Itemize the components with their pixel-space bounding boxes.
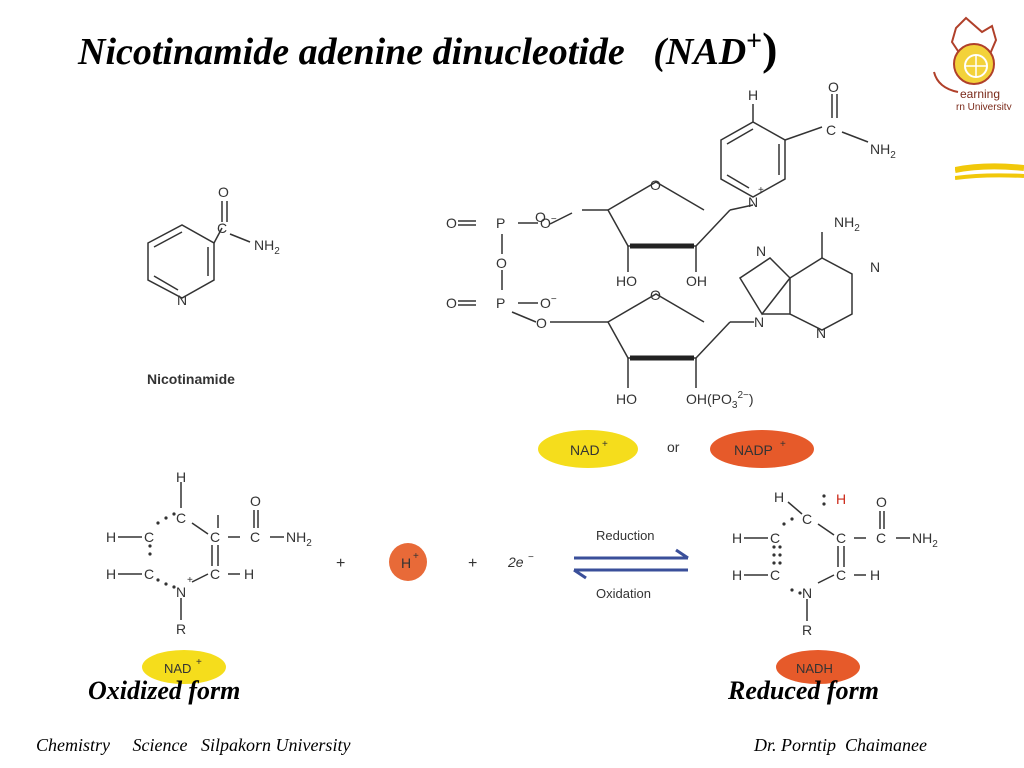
svg-text:N: N (754, 314, 764, 330)
svg-text:O−: O− (540, 214, 557, 231)
svg-text:O: O (496, 255, 507, 271)
svg-text:O: O (218, 184, 229, 200)
svg-text:N: N (802, 585, 812, 601)
footer-right: Dr. Porntip Chaimanee (754, 735, 927, 755)
svg-text:H: H (870, 567, 880, 583)
nad-top-badge-sup: + (602, 439, 608, 450)
nadp-badge: NADP (734, 442, 773, 458)
svg-text:O: O (650, 177, 661, 193)
title-plus: + (746, 26, 763, 57)
svg-text:+: + (187, 575, 193, 586)
svg-text:O: O (446, 295, 457, 311)
university-logo: earning rn University (933, 16, 1012, 110)
svg-text:O: O (536, 315, 547, 331)
oxidized-form-label: Oxidized form (88, 676, 241, 705)
svg-text:C: C (144, 566, 154, 582)
svg-text:OH: OH (686, 273, 707, 289)
svg-text:H: H (106, 566, 116, 582)
svg-text:C: C (770, 567, 780, 583)
reduced-structure: H H C H C C O C NH2 H C C H N R (732, 489, 938, 638)
svg-text:R: R (176, 621, 186, 637)
svg-text:OH(PO32−): OH(PO32−) (686, 390, 754, 411)
svg-text:C: C (217, 220, 227, 236)
svg-text:C: C (250, 529, 260, 545)
nadh-badge: NADH (796, 661, 833, 676)
svg-text:H: H (732, 567, 742, 583)
svg-text:H: H (836, 491, 846, 507)
svg-text:O: O (535, 209, 546, 225)
svg-text:C: C (210, 566, 220, 582)
svg-text:O: O (876, 494, 887, 510)
electrons-sup: − (528, 552, 534, 563)
svg-text:HO: HO (616, 273, 637, 289)
svg-text:C: C (210, 529, 220, 545)
svg-text:C: C (836, 567, 846, 583)
svg-text:C: C (176, 510, 186, 526)
nad-bottom-badge-sup: + (196, 657, 202, 668)
reaction-equation: + H + + 2e − Reduction Oxidation (336, 528, 689, 601)
nicotinamide-structure: O C NH2 N Nicotinamide (147, 184, 280, 387)
svg-text:C: C (802, 511, 812, 527)
plus-sign-1: + (336, 555, 345, 572)
svg-text:N: N (870, 259, 880, 275)
svg-text:O: O (446, 215, 457, 231)
svg-text:C: C (836, 530, 846, 546)
svg-text:NH2: NH2 (834, 214, 860, 234)
svg-text:N: N (816, 325, 826, 341)
logo-text-2: rn University (956, 102, 1012, 110)
svg-text:C: C (770, 530, 780, 546)
svg-text:O: O (250, 493, 261, 509)
svg-text:H: H (106, 529, 116, 545)
svg-text:NH2: NH2 (286, 529, 312, 549)
svg-text:NH2: NH2 (254, 237, 280, 257)
title-abbrev: (NAD (653, 31, 747, 73)
title-close: ) (762, 23, 778, 74)
slide-title: Nicotinamide adenine dinucleotide (NAD+) (78, 22, 777, 75)
nicotinamide-label: Nicotinamide (147, 371, 235, 387)
svg-text:N: N (177, 292, 187, 308)
svg-text:H: H (774, 489, 784, 505)
footer-left: Chemistry Science Silpakorn University (36, 735, 351, 755)
svg-text:HO: HO (616, 391, 637, 407)
svg-text:N: N (748, 194, 758, 210)
svg-text:O: O (828, 82, 839, 95)
svg-text:C: C (826, 122, 836, 138)
decorative-streak (955, 163, 1024, 180)
h-ion-badge: H (401, 555, 411, 571)
title-main: Nicotinamide adenine dinucleotide (78, 31, 625, 73)
or-label: or (667, 439, 680, 455)
reduction-label: Reduction (596, 528, 655, 543)
h-ion-badge-sup: + (413, 551, 419, 562)
svg-text:H: H (176, 470, 186, 485)
nad-bottom-badge-wrap: NAD + (142, 650, 226, 684)
svg-text:+: + (758, 185, 764, 196)
svg-text:NH2: NH2 (870, 141, 896, 161)
svg-text:N: N (176, 584, 186, 600)
equilibrium-arrows (573, 548, 689, 580)
svg-text:P: P (496, 215, 505, 231)
svg-text:O−: O− (540, 294, 557, 311)
logo-text-1: earning (960, 87, 1000, 101)
oxidized-structure: H C H C C O C NH2 H C C H N + R (106, 470, 312, 637)
plus-sign-2: + (468, 555, 477, 572)
svg-text:R: R (802, 622, 812, 638)
nad-top-badge: NAD (570, 442, 600, 458)
svg-text:P: P (496, 295, 505, 311)
nad-bottom-badge: NAD (164, 661, 191, 676)
oxidation-label: Oxidation (596, 586, 651, 601)
svg-text:O: O (650, 287, 661, 303)
svg-text:H: H (244, 566, 254, 582)
svg-text:N: N (756, 243, 766, 259)
reduced-form-label: Reduced form (728, 676, 879, 705)
svg-text:C: C (876, 530, 886, 546)
svg-text:H: H (748, 87, 758, 103)
nadh-badge-wrap: NADH (776, 650, 860, 684)
nad-structure: H O C NH2 N + O O HO OH HO OH(PO32−) O O… (446, 82, 896, 411)
cofactor-badges: NAD + or NADP + (538, 430, 814, 468)
svg-text:H: H (732, 530, 742, 546)
svg-text:NH2: NH2 (912, 530, 938, 550)
nadp-badge-sup: + (780, 439, 786, 450)
electrons-label: 2e (507, 554, 524, 570)
svg-text:C: C (144, 529, 154, 545)
